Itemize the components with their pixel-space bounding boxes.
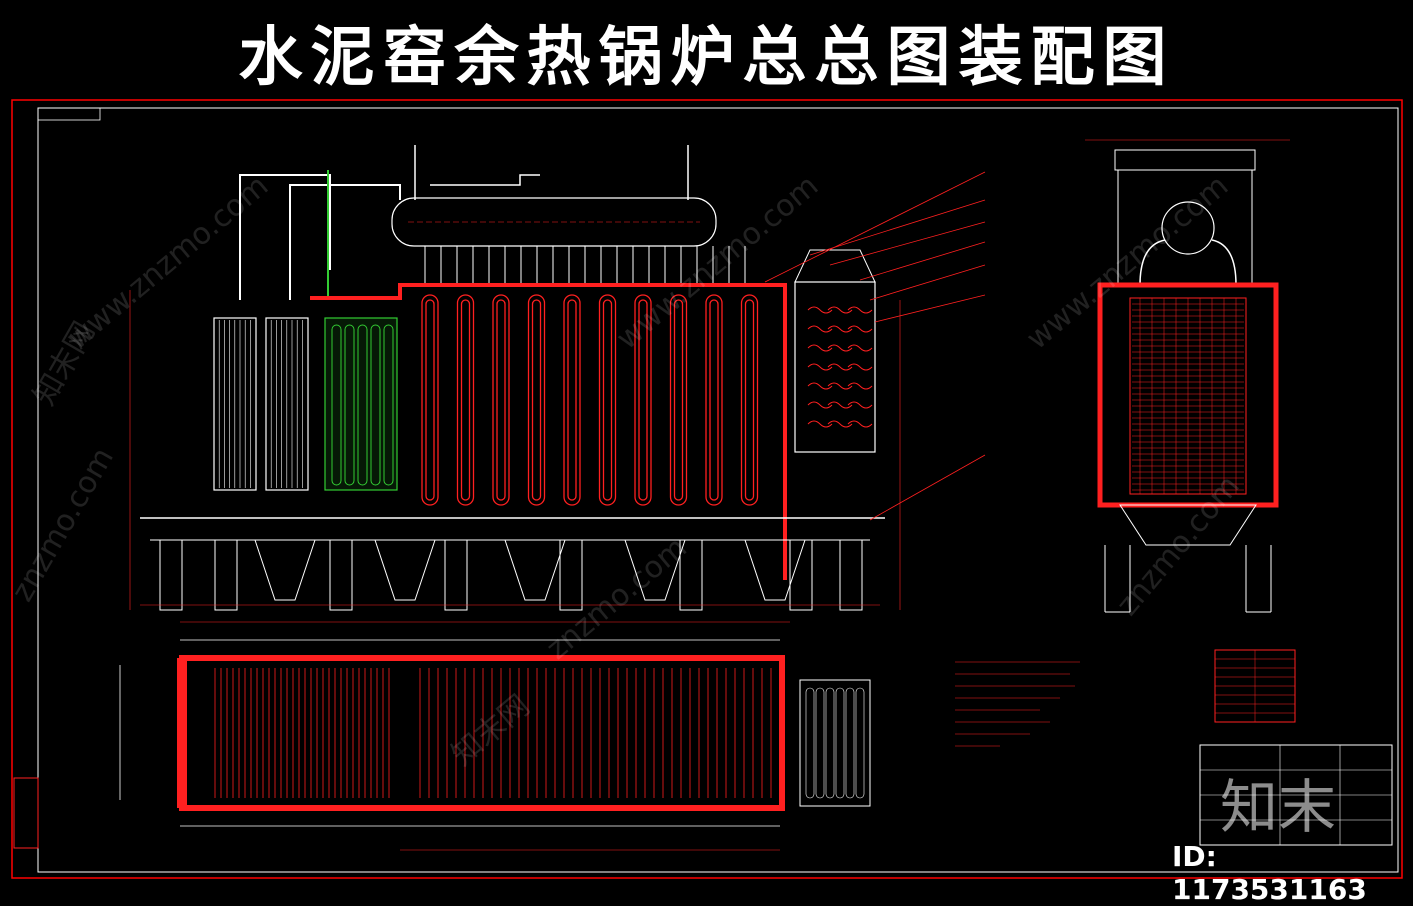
side-elevation xyxy=(1085,139,1290,613)
technical-notes xyxy=(955,661,1080,747)
revision-table xyxy=(13,777,39,849)
drawing-title: 水泥窑余热锅炉总总图装配图 xyxy=(238,21,1175,95)
front-elevation xyxy=(129,145,986,611)
superheater-left-1 xyxy=(213,317,257,491)
steam-drum xyxy=(391,197,717,247)
side-drum xyxy=(1161,201,1215,255)
corner-label-box xyxy=(37,107,101,121)
znzmo-logo: 知末 xyxy=(1220,773,1337,841)
superheater-left-2 xyxy=(265,317,309,491)
inner-frame xyxy=(37,107,1399,873)
economizer-bundle xyxy=(324,317,398,491)
outer-frame xyxy=(11,99,1403,879)
plan-view xyxy=(119,621,871,851)
image-id: ID: 1173531163 xyxy=(1172,840,1367,906)
